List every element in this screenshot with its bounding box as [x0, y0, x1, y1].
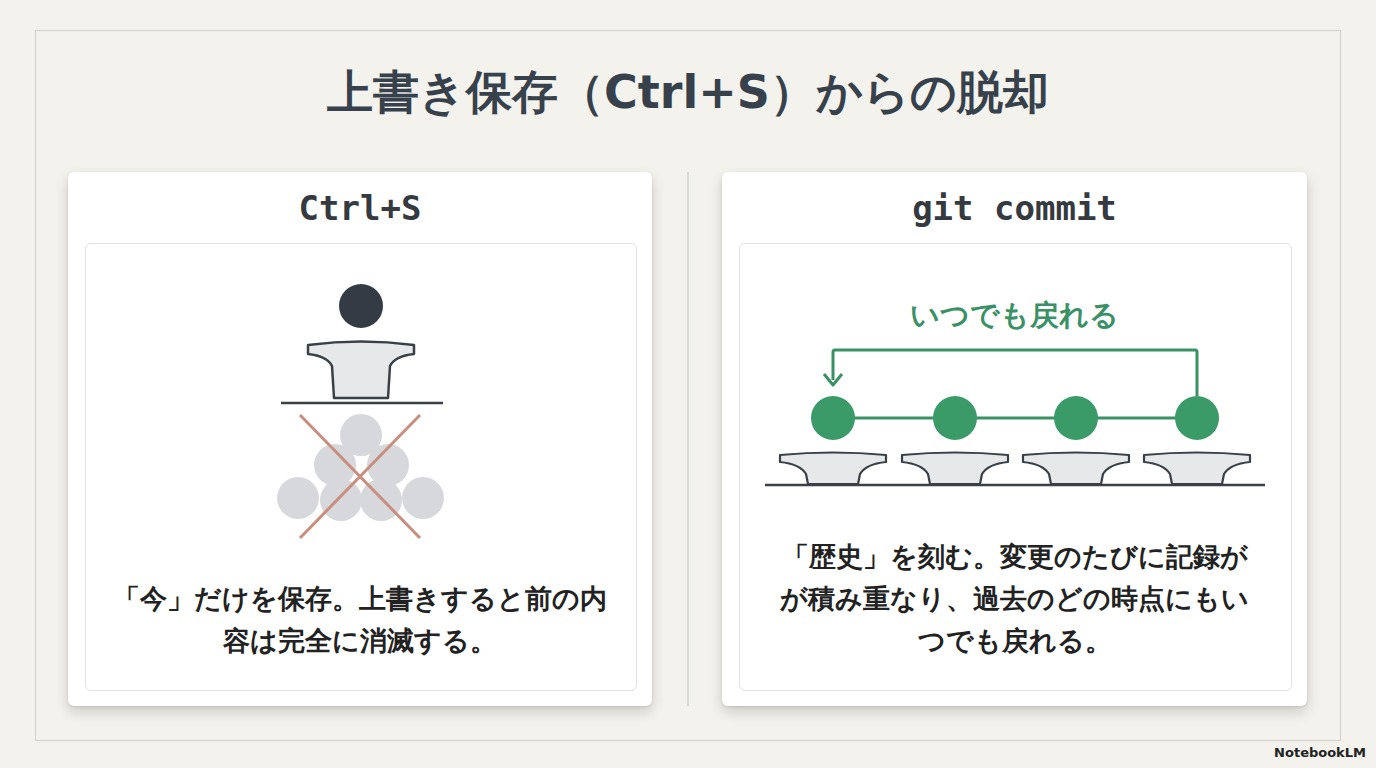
annotation-label: いつでも戻れる — [722, 296, 1307, 336]
watermark: NotebookLM — [1274, 745, 1366, 760]
card-heading: git commit — [722, 188, 1307, 228]
card-description: 「歴史」を刻む。変更のたびに記録がが積み重なり、過去のどの時点にもいつでも戻れる… — [770, 536, 1260, 662]
diagram-title: 上書き保存（Ctrl+S）からの脱却 — [0, 62, 1376, 124]
card-heading: Ctrl+S — [68, 188, 652, 228]
comparison-card: Ctrl+S 「今」だけを保存。上書きすると前の内容は完全に消滅する。 — [68, 172, 652, 706]
comparison-card: git commit 「歴史」を刻む。変更のたびに記録がが積み重なり、過去のどの時… — [722, 172, 1307, 706]
card-description: 「今」だけを保存。上書きすると前の内容は完全に消滅する。 — [100, 578, 620, 662]
